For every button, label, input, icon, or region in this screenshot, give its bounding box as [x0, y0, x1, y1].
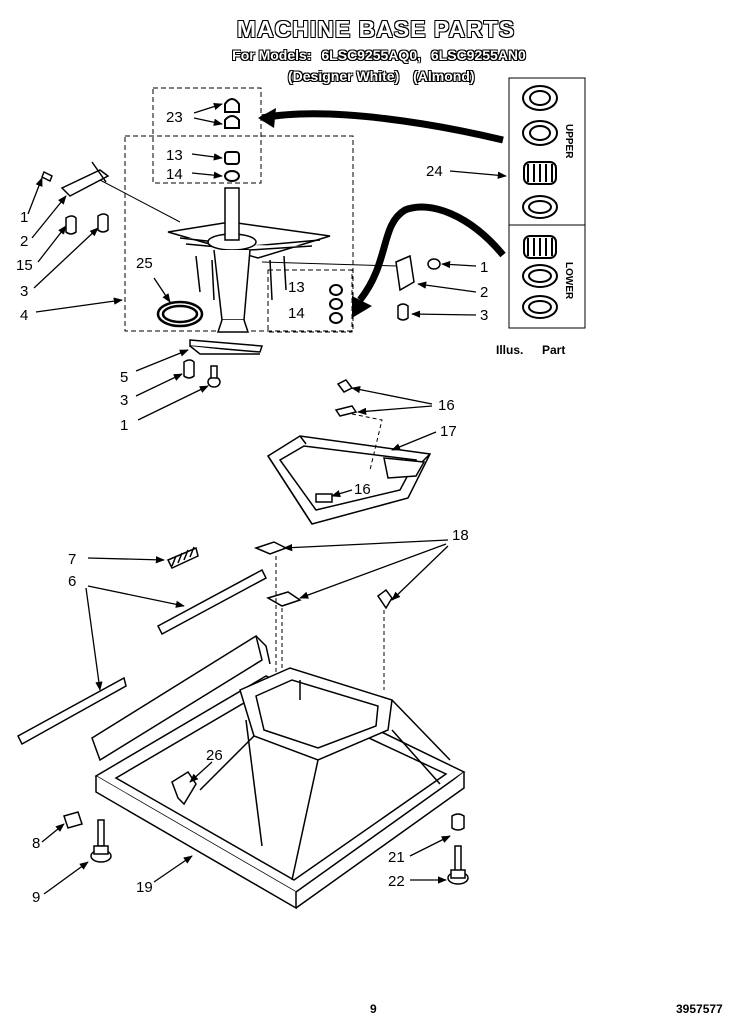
model-number-2: 6LSC9255AN0 — [430, 47, 526, 63]
callout-16-frame: 16 — [354, 481, 371, 498]
transmission-assembly — [167, 187, 331, 333]
callout-1-lower: 1 — [120, 417, 128, 434]
page-number: 9 — [370, 1002, 377, 1016]
spring-7 — [166, 546, 199, 569]
callout-23: 23 — [166, 109, 183, 126]
callout-1-right: 1 — [480, 259, 488, 276]
color-line: (Designer White) (Almond) — [288, 68, 485, 84]
callout-labels: 23 13 14 24 1 2 15 3 25 4 13 14 1 2 3 5 … — [16, 109, 488, 906]
callout-3-left: 3 — [20, 283, 28, 300]
callout-6: 6 — [68, 573, 76, 590]
callout-21: 21 — [388, 849, 405, 866]
callout-4: 4 — [20, 307, 28, 324]
callout-14-lower: 14 — [288, 305, 305, 322]
lower-label: LOWER — [563, 262, 574, 300]
callout-17: 17 — [440, 423, 457, 440]
color-almond: (Almond) — [413, 68, 475, 84]
lower-bearing-arrow — [357, 203, 506, 303]
callout-3-right: 3 — [480, 307, 488, 324]
illus-label: Illus. — [496, 343, 523, 357]
model-line: For Models: 6LSC9255AQ0, 6LSC9255AN0 — [0, 47, 752, 63]
callout-1-left: 1 — [20, 209, 28, 226]
callout-16-top: 16 — [438, 397, 455, 414]
model-number-1: 6LSC9255AQ0, — [321, 47, 421, 63]
callout-7: 7 — [68, 551, 76, 568]
upper-bearing-parts — [224, 98, 240, 182]
right-bracket-hardware — [395, 254, 441, 321]
callout-15: 15 — [16, 257, 33, 274]
strap-6 — [17, 568, 267, 746]
callout-5: 5 — [120, 369, 128, 386]
bracket-5-hardware — [183, 339, 264, 388]
lower-bearing-parts — [329, 284, 343, 324]
leveling-feet — [63, 811, 469, 885]
callout-8: 8 — [32, 835, 40, 852]
models-prefix: For Models: — [232, 47, 312, 63]
upper-bearing-arrow — [261, 110, 504, 144]
upper-label: UPPER — [563, 124, 574, 159]
callout-13-lower: 13 — [288, 279, 305, 296]
callout-26: 26 — [206, 747, 223, 764]
leader-lines — [27, 103, 507, 895]
callout-9: 9 — [32, 889, 40, 906]
callout-3-lower: 3 — [120, 392, 128, 409]
ring-25 — [156, 300, 204, 328]
callout-14-upper: 14 — [166, 166, 183, 183]
callout-2-left: 2 — [20, 233, 28, 250]
callout-18: 18 — [452, 527, 469, 544]
callout-22: 22 — [388, 873, 405, 890]
callout-13-upper: 13 — [166, 147, 183, 164]
callout-19: 19 — [136, 879, 153, 896]
machine-base-19 — [91, 634, 466, 910]
page-title: MACHINE BASE PARTS — [236, 16, 516, 42]
document-number: 3957577 — [676, 1002, 723, 1016]
part-label: Part — [542, 343, 565, 357]
box-part-24 — [508, 77, 586, 329]
bearing-parts-24 — [522, 85, 558, 319]
color-designer-white: (Designer White) — [288, 68, 400, 84]
callout-2-right: 2 — [480, 284, 488, 301]
left-bracket-hardware — [41, 161, 110, 235]
callout-24: 24 — [426, 163, 443, 180]
callout-25: 25 — [136, 255, 153, 272]
frame-17 — [266, 379, 432, 525]
